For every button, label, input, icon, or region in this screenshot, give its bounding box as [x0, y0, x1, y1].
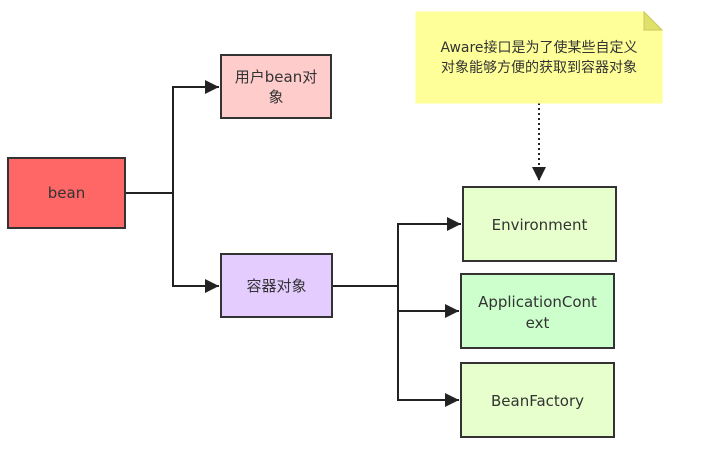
- node-application-context-label-line-2: ext: [526, 314, 550, 332]
- node-application-context[interactable]: ApplicationCont ext: [460, 273, 615, 349]
- node-bean-factory-label: BeanFactory: [491, 392, 584, 410]
- node-bean[interactable]: bean: [7, 157, 126, 229]
- node-bean-factory-box: [460, 362, 615, 438]
- note-fold-corner: [643, 10, 664, 31]
- node-application-context-label-line-1: ApplicationCont: [478, 293, 597, 311]
- edge-container-to-application-context: [332, 285, 459, 318]
- node-bean-box: [7, 157, 126, 229]
- node-user-bean-label-line-2: 象: [268, 88, 283, 106]
- edge-bean-to-user-bean: [125, 80, 219, 194]
- note-aware-interface[interactable]: Aware接口是为了使某些自定义 对象能够方便的获取到容器对象: [415, 10, 664, 104]
- node-container-object[interactable]: 容器对象: [220, 253, 333, 318]
- node-container-object-box: [220, 253, 333, 318]
- node-bean-label: bean: [48, 184, 85, 202]
- note-body: [415, 11, 663, 104]
- node-user-bean-label-line-1: 用户bean对: [235, 68, 317, 86]
- edges: [125, 80, 546, 407]
- node-container-object-label: 容器对象: [246, 277, 306, 295]
- edge-container-to-environment: [332, 217, 461, 287]
- note-label-line-2: 对象能够方便的获取到容器对象: [441, 59, 637, 76]
- node-environment-label: Environment: [492, 216, 588, 234]
- node-user-bean[interactable]: 用户bean对 象: [220, 54, 332, 119]
- edge-bean-to-container-object: [125, 192, 219, 293]
- node-environment[interactable]: Environment: [462, 186, 617, 262]
- node-application-context-box: [460, 273, 615, 349]
- node-bean-factory[interactable]: BeanFactory: [460, 362, 615, 438]
- node-environment-box: [462, 186, 617, 262]
- node-user-bean-box: [220, 54, 332, 119]
- note-label-line-1: Aware接口是为了使某些自定义: [440, 39, 637, 56]
- edge-container-to-bean-factory: [332, 285, 459, 407]
